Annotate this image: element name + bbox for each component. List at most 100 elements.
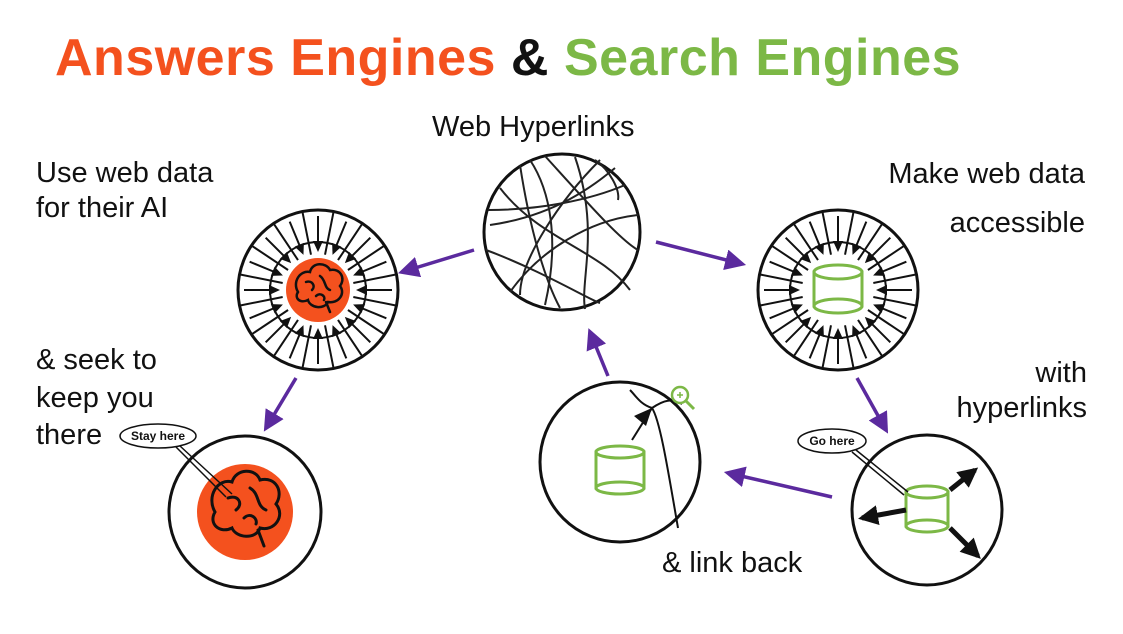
spoke-divider [301, 211, 312, 255]
spoke-divider [347, 309, 386, 336]
spoke-divider [337, 222, 364, 261]
spoke-arrowhead [852, 325, 862, 338]
spoke-divider [272, 222, 299, 261]
spoke-divider [347, 244, 386, 271]
inbound-arrowhead [634, 408, 652, 426]
spoke-arrow [871, 323, 892, 344]
spoke-arrow [808, 333, 821, 359]
stay-here-bubble: Stay here [119, 423, 233, 498]
label-make-web-data: Make web data accessible [888, 150, 1085, 249]
spoke-arrow [288, 221, 301, 247]
go-here-bubble: Go here [797, 428, 909, 496]
spoke-arrowhead [294, 242, 304, 255]
title-search-engines: Search Engines [563, 29, 962, 87]
arrow-hyperlinks-to-search [655, 240, 747, 271]
spoke-arrowhead [876, 285, 887, 295]
label-make-web-data-line1: Make web data [888, 158, 1085, 190]
spoke-arrow [264, 236, 285, 257]
spoke-arrow [871, 236, 892, 257]
spoke-arrowhead [852, 242, 862, 255]
label-link-back: & link back [662, 547, 803, 579]
spoke-arrow [361, 307, 387, 320]
spoke-divider [239, 273, 283, 284]
spoke-divider [844, 325, 855, 369]
label-use-web-data: Use web data for their AI [36, 156, 213, 226]
spoke-arrow [335, 221, 348, 247]
label-seek-line3: there [36, 419, 103, 452]
spoke-arrow [361, 260, 387, 273]
spoke-divider [250, 309, 289, 336]
spoke-arrow [335, 333, 348, 359]
search-engine-spokes [759, 211, 917, 369]
spoke-divider [857, 319, 884, 358]
label-with-line2: hyperlinks [956, 391, 1087, 424]
spoke-arrowhead [814, 325, 824, 338]
spoke-divider [821, 211, 832, 255]
go-here-text: Go here [809, 434, 855, 448]
label-use-web-data-line1: Use web data [36, 157, 214, 189]
arrow-search-to-go [855, 377, 889, 434]
database-icon [904, 484, 950, 534]
ai-engine-spokes [239, 211, 397, 369]
spoke-arrowhead [313, 328, 323, 339]
spoke-arrow [264, 323, 285, 344]
spoke-arrowhead [279, 251, 292, 264]
spoke-arrowhead [279, 316, 292, 329]
spoke-divider [873, 296, 917, 307]
spoke-divider [353, 273, 397, 284]
database-icon [812, 263, 864, 315]
spoke-divider [792, 222, 819, 261]
label-with-line1: with [1035, 357, 1087, 389]
spoke-arrowhead [332, 325, 342, 338]
spoke-arrowhead [344, 316, 357, 329]
spoke-arrowhead [790, 304, 803, 314]
spoke-arrow [855, 221, 868, 247]
arrow-linkback-to-hyperlinks [586, 328, 610, 377]
spoke-arrowhead [789, 285, 800, 295]
label-with-hyperlinks: with hyperlinks [956, 356, 1087, 426]
title-ampersand: & [510, 29, 549, 87]
spoke-divider [239, 296, 283, 307]
spoke-divider [867, 309, 906, 336]
spoke-divider [250, 244, 289, 271]
spoke-arrow [249, 260, 275, 273]
outbound-link-arrows [858, 467, 981, 559]
web-hyperlinks-node [482, 152, 642, 312]
database-icon [594, 444, 646, 496]
ai-engine-node [236, 208, 400, 372]
spoke-divider [857, 222, 884, 261]
spoke-arrow [881, 260, 907, 273]
spoke-arrowhead [833, 241, 843, 252]
web-hyperlink-strands [485, 155, 639, 310]
spoke-divider [759, 273, 803, 284]
stay-here-text: Stay here [131, 429, 185, 443]
link-back-node [538, 380, 702, 544]
spoke-arrowhead [814, 242, 824, 255]
label-make-web-data-line2: accessible [949, 207, 1085, 240]
spoke-arrow [288, 333, 301, 359]
go-here-node: Go here [797, 428, 1004, 587]
spoke-arrowhead [269, 285, 280, 295]
spoke-arrow [249, 307, 275, 320]
spoke-arrowhead [864, 251, 877, 264]
spoke-arrow [808, 221, 821, 247]
spoke-arrow [855, 333, 868, 359]
spoke-divider [873, 273, 917, 284]
spoke-arrowhead [344, 251, 357, 264]
label-use-web-data-line2: for their AI [36, 191, 169, 224]
spoke-divider [324, 325, 335, 369]
spoke-arrowhead [833, 328, 843, 339]
spoke-arrow [769, 307, 795, 320]
flow-arrows [263, 240, 889, 499]
spoke-divider [821, 325, 832, 369]
spoke-arrow [881, 307, 907, 320]
search-link-icon [670, 385, 696, 411]
title-answers-engines: Answers Engines [55, 29, 496, 87]
spoke-divider [337, 319, 364, 358]
spoke-divider [272, 319, 299, 358]
stay-brain-disc [197, 464, 293, 560]
spoke-arrowhead [799, 251, 812, 264]
spoke-divider [324, 211, 335, 255]
spoke-arrowhead [356, 285, 367, 295]
